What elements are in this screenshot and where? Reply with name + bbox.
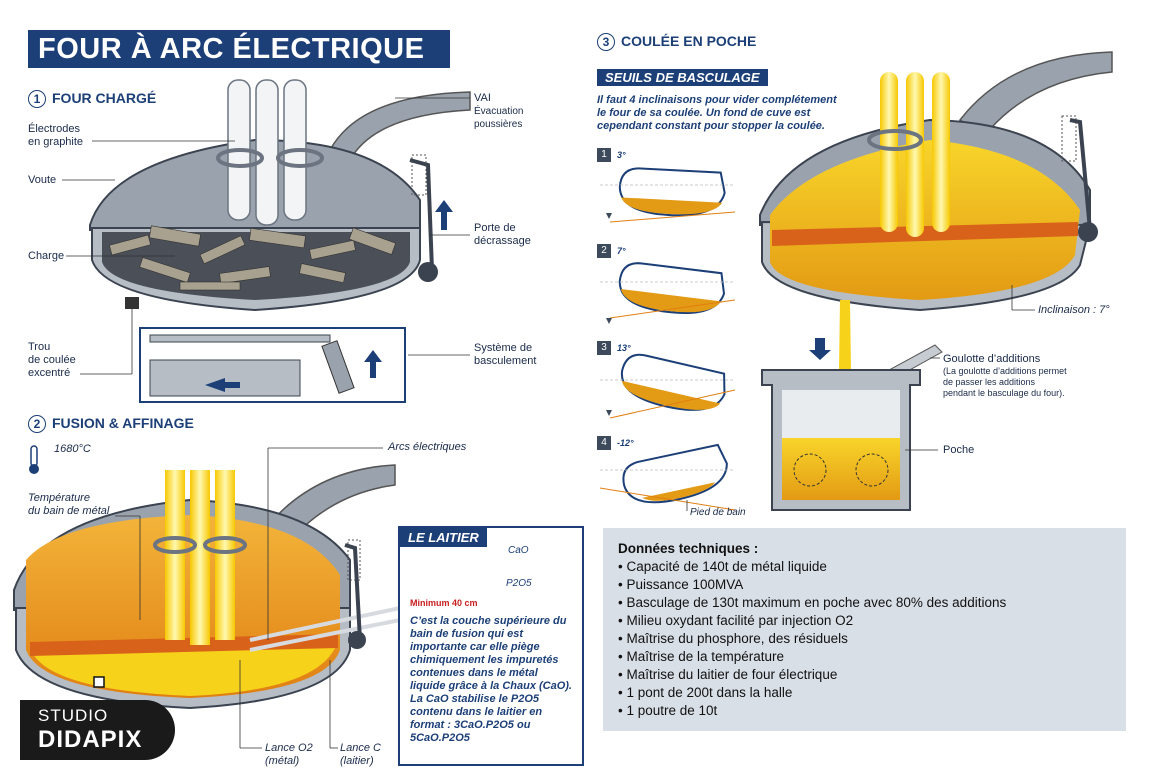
section2-heading: 2 FUSION & AFFINAGE [28, 415, 194, 433]
section3-title: COULÉE EN POCHE [621, 33, 757, 49]
step-2-angle: 7° [617, 246, 626, 256]
label-pied-de-bain: Pied de bain [690, 507, 746, 518]
step-3-number: 3 [597, 341, 611, 355]
label-goulotte: Goulotte d’additions (La goulotte d’addi… [943, 353, 1067, 398]
seuils-text: Il faut 4 inclinaisons pour vider complé… [597, 94, 837, 132]
studio-line2: DIDAPIX [38, 726, 143, 753]
list-item: • Puissance 100MVA [618, 577, 744, 592]
laitier-text: C’est la couche supérieure du bain de fu… [410, 615, 572, 744]
list-item: • Basculage de 130t maximum en poche ave… [618, 595, 1007, 610]
step-4-angle: -12° [617, 438, 634, 448]
list-item: • Maîtrise de la température [618, 649, 785, 664]
list-item: • 1 pont de 200t dans la halle [618, 685, 793, 700]
step-1-angle: 3° [617, 150, 626, 160]
list-item: • Capacité de 140t de métal liquide [618, 559, 827, 574]
list-item: • Milieu oxydant facilité par injection … [618, 613, 854, 628]
section3-number: 3 [597, 33, 615, 51]
furnace-charged-illustration [89, 79, 471, 403]
label-poche: Poche [943, 444, 975, 456]
section2-number: 2 [28, 415, 46, 433]
studio-logo: STUDIO DIDAPIX [20, 700, 175, 760]
tilt-step-illustrations [599, 167, 736, 511]
step-4-number: 4 [597, 436, 611, 450]
label-vai: VAI Évacuation poussières [474, 92, 524, 130]
section1-heading: 1 FOUR CHARGÉ [28, 90, 156, 108]
pouring-illustration [759, 51, 1113, 511]
laitier-title: LE LAITIER [400, 528, 487, 547]
furnace-melting-illustration [13, 445, 401, 710]
laitier-p2o5: P2O5 [506, 578, 532, 589]
list-item: • Maîtrise du laitier de four électrique [618, 667, 838, 682]
temperature-value: 1680°C [54, 443, 91, 455]
section1-title: FOUR CHARGÉ [52, 90, 157, 106]
step-3-angle: 13° [617, 343, 631, 353]
technical-data-box: Données techniques : • Capacité de 140t … [603, 528, 1126, 731]
step-1-number: 1 [597, 148, 611, 162]
laitier-box [398, 526, 584, 766]
laitier-minimum: Minimum 40 cm [410, 598, 478, 608]
laitier-cao: CaO [508, 545, 529, 556]
technical-data-list: • Capacité de 140t de métal liquide • Pu… [618, 558, 1006, 720]
seuils-title: SEUILS DE BASCULAGE [597, 69, 768, 86]
label-lance-o2: Lance O2(métal) [265, 742, 313, 767]
list-item: • 1 poutre de 10t [618, 703, 718, 718]
section2-title: FUSION & AFFINAGE [52, 415, 194, 431]
label-charge: Charge [28, 250, 65, 262]
technical-data-title: Données techniques : [618, 541, 759, 556]
page-title: FOUR À ARC ÉLECTRIQUE [28, 30, 450, 68]
label-arcs-electriques: Arcs électriques [388, 441, 467, 453]
section3-heading: 3 COULÉE EN POCHE [597, 33, 756, 51]
section1-number: 1 [28, 90, 46, 108]
label-inclinaison: Inclinaison : 7° [1038, 304, 1110, 316]
label-lance-c: Lance C(laitier) [340, 742, 381, 767]
list-item: • Maîtrise du phosphore, des résiduels [618, 631, 848, 646]
label-voute: Voute [28, 174, 57, 186]
studio-line1: STUDIO [38, 706, 109, 725]
step-2-number: 2 [597, 244, 611, 258]
